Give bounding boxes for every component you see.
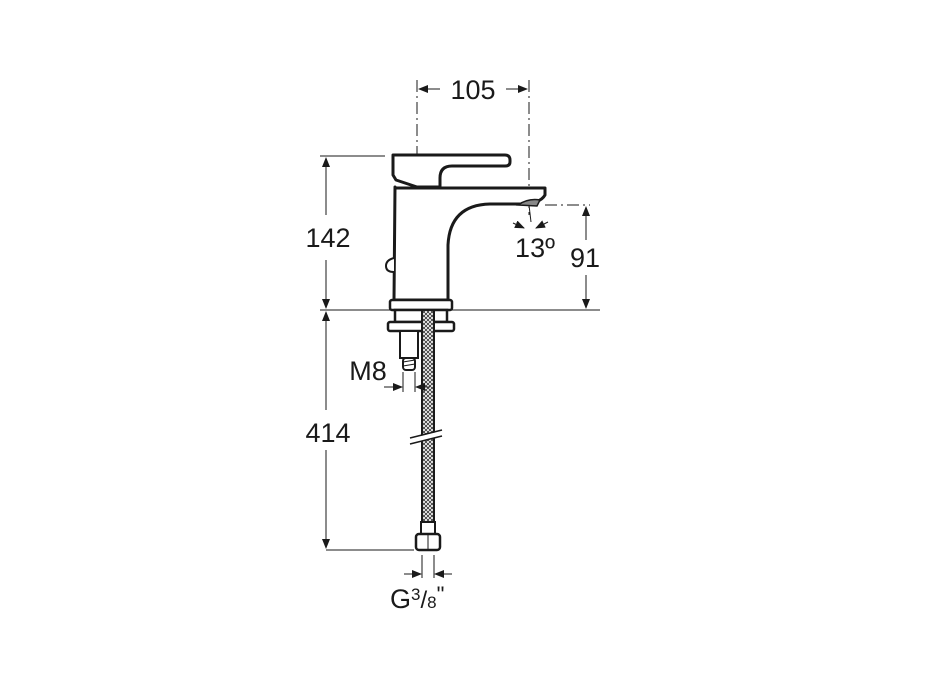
faucet-body <box>385 153 547 302</box>
dim-body-height: 142 <box>305 223 350 253</box>
aerator <box>515 198 542 207</box>
dim-stud-thread: M8 <box>349 356 387 386</box>
dim-spout-reach: 105 <box>450 75 495 105</box>
flexible-hose <box>409 309 444 552</box>
threaded-stud <box>399 330 419 371</box>
dim-hose-length: 414 <box>305 418 350 448</box>
dim-spout-height: 91 <box>570 243 600 273</box>
dim-hose-connector: G3/8" <box>390 582 444 614</box>
dimension-lines <box>320 85 600 578</box>
dim-spout-angle: 13º <box>515 233 555 263</box>
